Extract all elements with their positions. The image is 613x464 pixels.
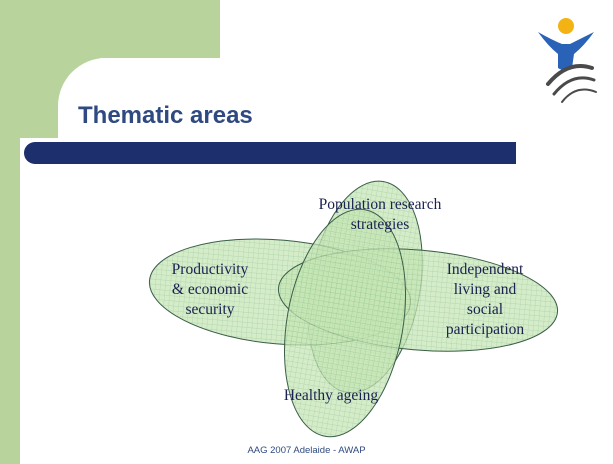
left-accent-bar [0, 0, 20, 464]
label-productivity: Productivity & economic security [171, 261, 249, 318]
slide-number: 3 [30, 442, 38, 458]
person-figure-logo-icon [538, 18, 597, 103]
footer-text: AAG 2007 Adelaide - AWAP [247, 445, 366, 456]
ellipse-healthy-ageing [283, 208, 407, 438]
label-healthy-ageing: Healthy ageing [283, 387, 379, 404]
title-underline-bar [24, 142, 516, 164]
label-population-research: Population research strategies [318, 196, 442, 233]
top-accent-block [20, 0, 220, 58]
label-independent-living: Independent living and social participat… [445, 261, 525, 338]
page-title: Thematic areas [78, 102, 253, 129]
